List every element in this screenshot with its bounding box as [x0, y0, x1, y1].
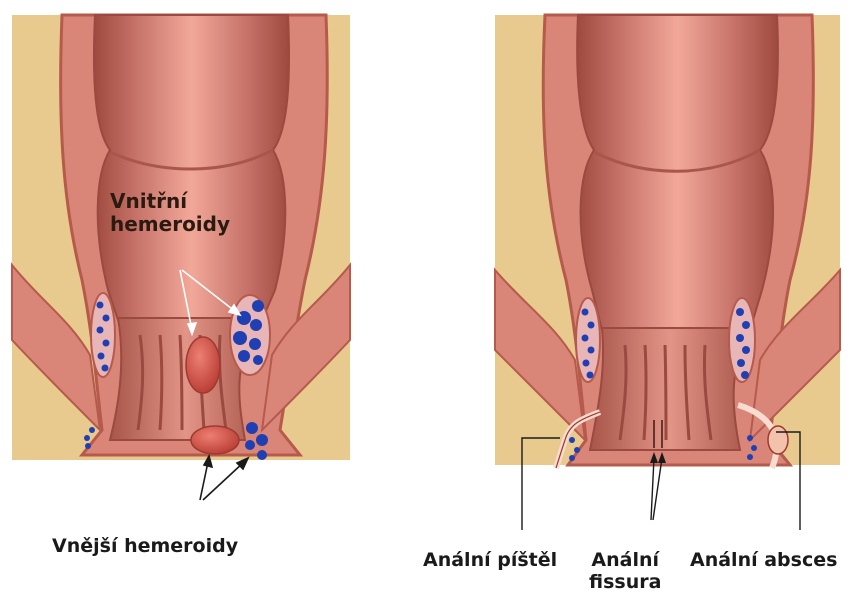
- label-anal-fissure: Anální fissura: [589, 550, 661, 594]
- label-external-hemorrhoids: Vnější hemeroidy: [52, 536, 238, 558]
- label-internal-line1: Vnitřní: [110, 190, 230, 213]
- arrows-external: [200, 456, 248, 500]
- label-internal-hemorrhoids: Vnitřní hemeroidy: [110, 190, 230, 236]
- internal-hemorrhoid: [186, 337, 220, 393]
- external-hemorrhoid: [191, 426, 239, 454]
- label-fissure-line2: fissura: [589, 572, 661, 594]
- label-internal-line2: hemeroidy: [110, 213, 230, 236]
- rectal-lumen: [94, 15, 289, 320]
- right-panel: [495, 15, 840, 530]
- label-anal-fistula: Anální píštěl: [423, 550, 557, 572]
- label-anal-abscess: Anální absces: [690, 550, 837, 572]
- abscess: [768, 426, 788, 454]
- anal-canal-right: [590, 328, 750, 450]
- label-fissure-line1: Anální: [589, 550, 661, 572]
- left-panel: [12, 15, 350, 500]
